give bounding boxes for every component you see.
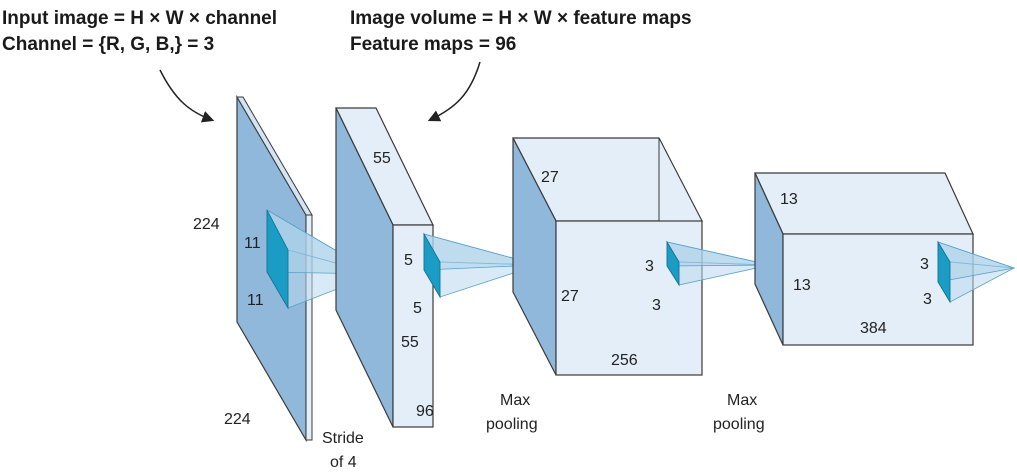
conv1-top-label: 55: [373, 150, 391, 167]
conv3-side-label: 13: [793, 277, 811, 294]
conv1-volume: [335, 107, 539, 428]
conv1-depth-label: 96: [416, 403, 434, 420]
conv3-kernel-w: 3: [923, 291, 932, 308]
pool1-label-line1: Max: [500, 392, 530, 409]
stride-label-line1: Stride: [322, 430, 364, 447]
pool2-label-line1: Max: [727, 392, 757, 409]
conv2-depth-label: 256: [611, 352, 638, 369]
header-right-line2: Feature maps = 96: [350, 34, 516, 55]
conv1-kernel-h: 5: [404, 252, 413, 269]
conv3-volume: [754, 172, 1016, 346]
pool1-label-line2: pooling: [486, 416, 538, 433]
input-kernel-h: 11: [244, 235, 261, 252]
conv3-kernel-h: 3: [920, 256, 929, 273]
header-left-line2: Channel = {R, G, B,} = 3: [2, 34, 214, 55]
kernel-face-conv3: [937, 240, 951, 304]
stride-label-line2: of 4: [330, 454, 357, 471]
kernel-face-conv2: [666, 240, 680, 287]
header-right-line1: Image volume = H × W × feature maps: [350, 8, 692, 29]
conv2-kernel-h: 3: [645, 258, 654, 275]
conv2-top-label: 27: [541, 169, 559, 186]
input-width-label: 224: [224, 411, 251, 428]
conv2-side-label: 27: [561, 288, 579, 305]
conv1-side-label: 55: [401, 334, 419, 351]
input-kernel-w: 11: [247, 292, 264, 309]
input-height-label: 224: [193, 216, 220, 233]
conv1-kernel-w: 5: [413, 300, 422, 317]
input-arrow: [159, 69, 215, 123]
conv3-top-label: 13: [780, 191, 798, 208]
kernel-face-input: [266, 209, 289, 310]
conv2-kernel-w: 3: [652, 297, 661, 314]
kernel-face-conv1: [423, 232, 441, 299]
conv2-volume: [512, 137, 771, 376]
volume-arrow: [427, 61, 481, 122]
conv3-depth-label: 384: [860, 320, 887, 337]
header-left-line1: Input image = H × W × channel: [2, 8, 277, 29]
input-plane: [236, 94, 378, 443]
pool2-label-line2: pooling: [713, 416, 765, 433]
